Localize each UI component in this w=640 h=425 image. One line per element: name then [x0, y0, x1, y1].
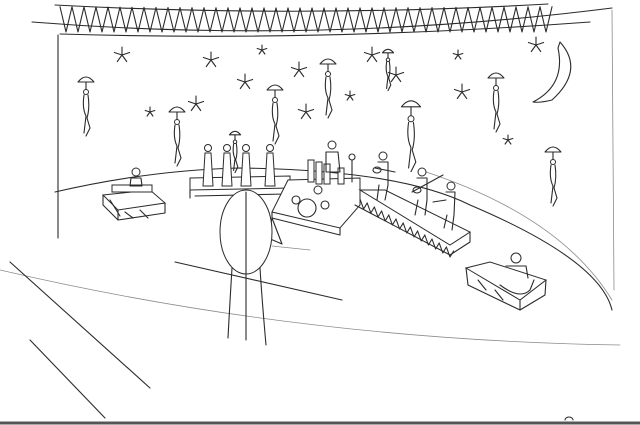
star	[256, 44, 268, 55]
umbrella-figure	[266, 84, 284, 145]
umbrella-figure	[544, 146, 562, 207]
lighting-truss	[31, 3, 613, 37]
piano-platform	[101, 167, 167, 221]
umbrella-figure	[168, 106, 186, 167]
percussionist	[327, 140, 337, 150]
umbrella-icon	[400, 100, 422, 117]
flying-umbrella-figures	[77, 48, 562, 207]
ramp-truss	[359, 198, 455, 258]
star	[387, 66, 405, 83]
umbrella-figure	[487, 72, 505, 133]
star	[202, 51, 220, 68]
truss-web	[59, 6, 553, 33]
guitarist-1	[372, 151, 396, 201]
star	[236, 73, 254, 90]
piano	[111, 184, 153, 193]
back-wall	[57, 9, 615, 291]
umbrella-icon	[77, 76, 95, 91]
umbrella-icon	[319, 58, 337, 73]
star	[113, 46, 131, 63]
oval-set-piece	[174, 189, 343, 346]
star	[344, 90, 356, 101]
star	[363, 46, 381, 63]
seated-performer	[510, 252, 522, 264]
band-ramp	[354, 151, 472, 258]
umbrella-figure	[381, 48, 395, 92]
star	[453, 83, 471, 100]
umbrella-figure	[319, 58, 337, 119]
umbrella-icon	[487, 72, 505, 87]
star	[187, 95, 205, 112]
star	[527, 36, 545, 53]
singer	[202, 144, 214, 187]
singer	[264, 144, 276, 187]
right-platform	[464, 252, 548, 311]
umbrella-icon	[544, 146, 562, 161]
congas	[307, 159, 345, 185]
drummer	[313, 185, 323, 195]
corner-mark	[564, 416, 574, 421]
guitarist-2	[411, 167, 444, 216]
umbrella-icon	[266, 84, 284, 99]
star	[290, 61, 308, 78]
umbrella-figure	[228, 130, 242, 174]
star	[452, 49, 464, 60]
singer	[240, 144, 252, 187]
stage-floor	[0, 167, 621, 419]
star	[502, 134, 514, 145]
umbrella-icon	[381, 48, 395, 59]
star	[297, 103, 315, 120]
umbrella-figure	[77, 76, 95, 137]
pianist	[131, 167, 141, 177]
stars	[113, 36, 545, 145]
umbrella-icon	[228, 130, 242, 141]
star	[144, 106, 156, 117]
umbrella-figure	[400, 100, 422, 173]
singer	[221, 144, 233, 187]
bass-drum	[297, 198, 317, 218]
umbrella-icon	[168, 106, 186, 121]
trumpet-player	[432, 181, 456, 231]
crescent-moon	[532, 41, 572, 103]
